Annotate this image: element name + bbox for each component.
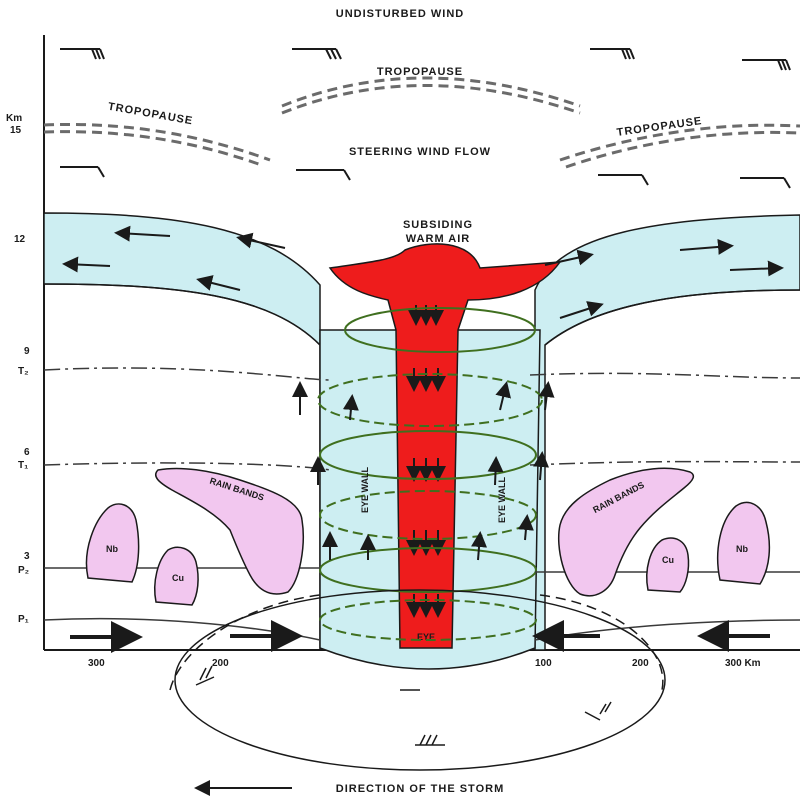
label-warm-air: WARM AIR — [406, 233, 470, 245]
y-tick-p2: P₂ — [18, 565, 29, 576]
label-nb-right: Nb — [736, 544, 748, 554]
title-undisturbed-wind: UNDISTURBED WIND — [336, 8, 464, 20]
label-tropopause-left: TROPOPAUSE — [107, 101, 194, 128]
label-nb-left: Nb — [106, 544, 118, 554]
x-tick-300km-right: 300 Km — [725, 658, 761, 669]
y-tick-p1: P₁ — [18, 614, 29, 625]
label-cu-right: Cu — [662, 555, 674, 565]
label-eye-wall-left: EYE WALL — [360, 467, 370, 514]
y-tick-12: 12 — [14, 234, 26, 245]
y-tick-3: 3 — [24, 551, 30, 562]
x-tick-200-left: 200 — [212, 658, 229, 669]
y-tick-t2: T₂ — [18, 366, 29, 377]
label-tropopause-center: TROPOPAUSE — [377, 66, 463, 78]
y-axis-unit: Km — [6, 113, 22, 124]
x-tick-300-left: 300 — [88, 658, 105, 669]
surface-barbs — [196, 666, 611, 745]
x-tick-200-right: 200 — [632, 658, 649, 669]
y-tick-9: 9 — [24, 346, 30, 357]
label-cu-left: Cu — [172, 573, 184, 583]
nimbostratus-left — [86, 504, 138, 582]
y-tick-15: 15 — [10, 125, 22, 136]
label-direction-of-storm: DIRECTION OF THE STORM — [336, 783, 504, 795]
label-steering-wind-flow: STEERING WIND FLOW — [349, 146, 491, 158]
y-tick-6: 6 — [24, 447, 30, 458]
label-subsiding: SUBSIDING — [403, 219, 473, 231]
y-tick-t1: T₁ — [18, 460, 28, 471]
x-tick-100-right: 100 — [535, 658, 552, 669]
label-eye-wall-right: EYE WALL — [497, 477, 507, 524]
cumulus-right — [647, 538, 689, 592]
